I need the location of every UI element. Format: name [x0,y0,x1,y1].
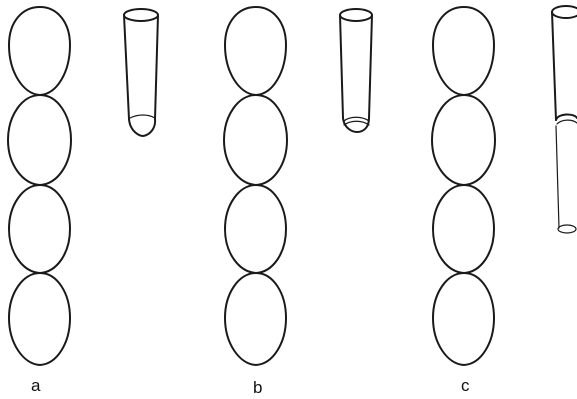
tube-c-lower-left-wall [556,126,559,228]
tube-b-bottom [343,118,369,132]
cell-a-1 [9,7,70,95]
tube-c-left-wall [552,12,556,120]
tube-a-left-wall [124,15,129,119]
tube-b-top-rim [340,9,372,21]
cell-b-4 [225,273,286,365]
cell-b-2 [224,95,287,185]
tube-c-junction-inner [557,120,577,124]
panel-label-a: a [31,376,41,395]
cell-a-4 [9,273,70,365]
tube-b-left-wall [340,15,343,118]
cell-c-1 [433,7,494,95]
cell-b-1 [225,7,286,95]
tube-b-inner-line-2 [344,121,369,125]
cell-a-3 [9,185,70,273]
tube-b [340,9,372,132]
cell-c-2 [432,95,495,185]
tube-c [552,6,577,233]
cell-b-3 [225,185,286,273]
cell-chain-b [224,7,287,365]
panel-a: a [8,7,158,395]
cell-chain-a [8,7,71,365]
panel-b: b [224,7,372,397]
tube-b-inner-line-1 [344,117,369,121]
tube-c-lower-tip [558,225,576,233]
tube-c-junction [556,114,577,120]
cell-chain-c [432,7,495,365]
panel-label-b: b [253,378,262,397]
cell-c-3 [433,185,494,273]
tube-a [124,9,158,136]
tube-c-top-rim [552,6,577,18]
cell-a-2 [8,95,71,185]
tube-a-right-wall [155,15,158,119]
panel-c: c [432,6,577,395]
tube-a-rounded-bottom [129,119,155,136]
panel-label-c: c [461,376,470,395]
cell-c-4 [433,273,494,365]
tube-a-inner-line [130,115,155,118]
tube-b-right-wall [369,15,372,118]
tube-a-top-rim [124,9,158,21]
